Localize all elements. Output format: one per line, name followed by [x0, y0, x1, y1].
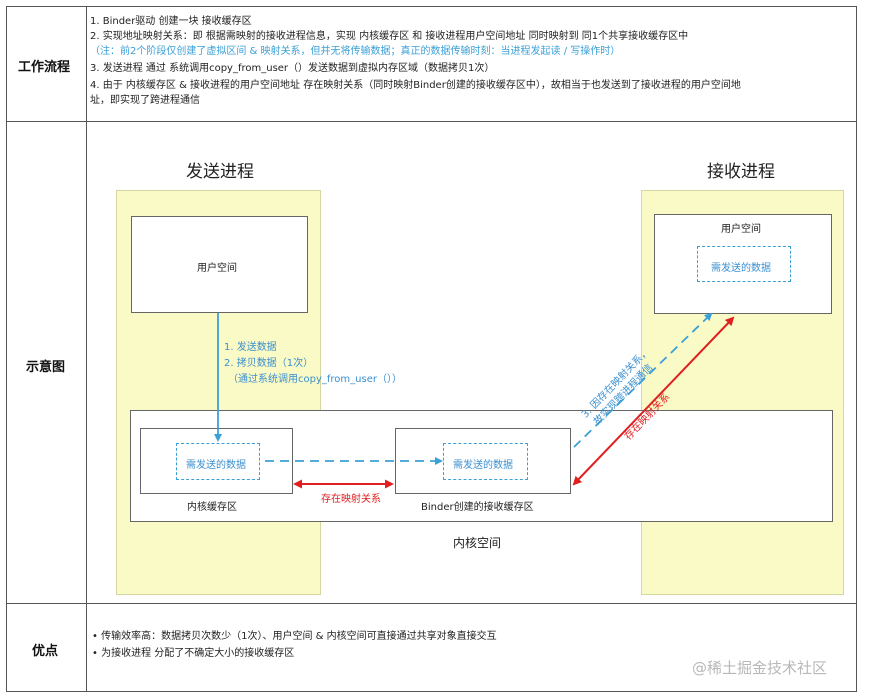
watermark: @稀土掘金技术社区	[692, 659, 828, 677]
step2-note: （通过系统调用copy_from_user（））	[228, 374, 402, 385]
workflow-step-4-cont: 址，即实现了跨进程通信	[90, 95, 200, 106]
row-divider-1	[6, 121, 857, 122]
receiver-data-box	[697, 246, 791, 282]
kernel-buffer-label: 内核缓存区	[187, 502, 237, 513]
row-divider-2	[6, 603, 857, 604]
step2-label: 2. 拷贝数据（1次）	[224, 358, 314, 369]
sender-process-title: 发送进程	[186, 162, 254, 182]
sender-user-space-label: 用户空间	[197, 263, 237, 274]
step1-label: 1. 发送数据	[224, 342, 277, 353]
kernel-data-box	[176, 443, 260, 480]
workflow-note: （注：前2个阶段仅创建了虚拟区间 & 映射关系，但并无将传输数据；真正的数据传输…	[90, 46, 621, 57]
workflow-step-4: 4. 由于 内核缓存区 & 接收进程的用户空间地址 存在映射关系（同时映射Bin…	[90, 80, 741, 91]
binder-data-label: 需发送的数据	[453, 460, 513, 471]
workflow-row-label: 工作流程	[18, 60, 71, 75]
workflow-step-1: 1. Binder驱动 创建一块 接收缓存区	[90, 16, 252, 27]
advantage-item-1: • 传输效率高：数据拷贝次数少（1次）、用户空间 & 内核空间可直接通过共享对象…	[92, 631, 497, 642]
receiver-user-space-label: 用户空间	[721, 224, 761, 235]
advantages-row-label: 优点	[32, 644, 59, 659]
advantage-item-2: • 为接收进程 分配了不确定大小的接收缓存区	[92, 648, 295, 659]
table-frame	[6, 6, 857, 692]
column-divider	[86, 6, 87, 692]
kernel-data-label: 需发送的数据	[186, 460, 246, 471]
receiver-data-label: 需发送的数据	[711, 263, 771, 274]
binder-data-box	[443, 443, 528, 480]
diagram-row-label: 示意图	[26, 360, 66, 375]
binder-buffer-label: Binder创建的接收缓存区	[421, 502, 534, 513]
receiver-process-title: 接收进程	[707, 162, 775, 182]
mapping-right-arrow	[572, 316, 735, 486]
workflow-step-2: 2. 实现地址映射关系：即 根据需映射的接收进程信息，实现 内核缓存区 和 接收…	[90, 31, 689, 42]
workflow-step-3: 3. 发送进程 通过 系统调用copy_from_user（）发送数据到虚拟内存…	[90, 63, 495, 74]
kernel-space-label: 内核空间	[453, 536, 502, 550]
sender-user-space-box	[131, 216, 308, 313]
mapping-left-label: 存在映射关系	[321, 494, 381, 505]
